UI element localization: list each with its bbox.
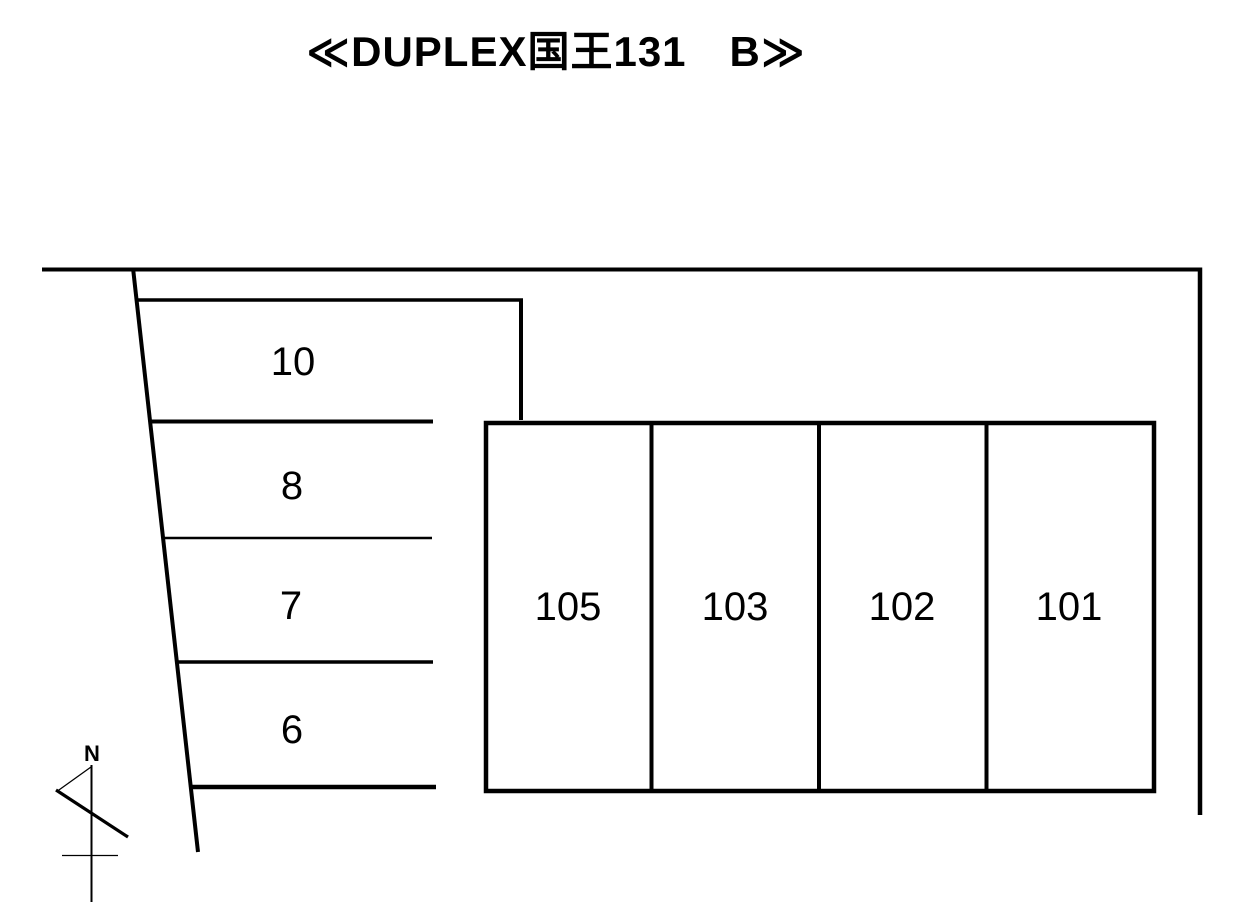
unit-101-label: 101	[1036, 585, 1103, 629]
compass-arrow-lower-line	[55, 788, 129, 839]
left-parking-column: 10 8 7 6	[135, 298, 523, 790]
space-10-label: 10	[271, 340, 316, 384]
space-8-label: 8	[281, 464, 303, 508]
unit-stall-row: 105 103 102 101	[483, 420, 1157, 794]
page-title: ≪DUPLEX国王131 B≫	[306, 28, 806, 75]
compass-arrow-upper-line	[57, 766, 92, 792]
north-compass: N	[55, 741, 129, 902]
unit-105-label: 105	[535, 585, 602, 629]
north-label: N	[84, 741, 100, 766]
space-7-label: 7	[280, 584, 302, 628]
unit-103-label: 103	[702, 585, 769, 629]
space-6-label: 6	[281, 708, 303, 752]
boundary-left-slant-line	[131, 267, 200, 853]
unit-102-label: 102	[869, 585, 936, 629]
